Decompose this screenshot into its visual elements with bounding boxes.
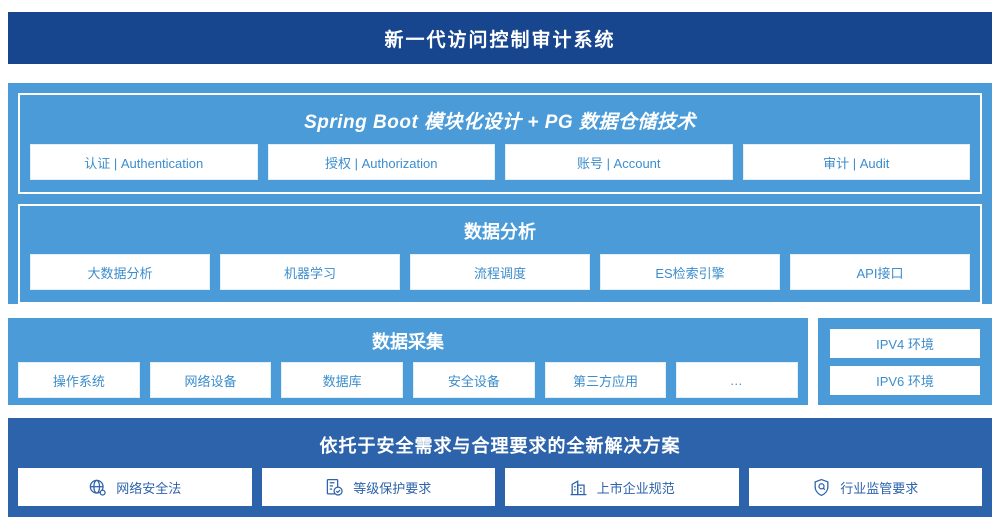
collection-title: 数据采集	[372, 332, 444, 352]
solution-layer-panel: 依托于安全需求与合理要求的全新解决方案 网络安全法	[8, 418, 992, 517]
platform-box: Spring Boot 模块化设计 + PG 数据仓储技术 认证 | Authe…	[18, 93, 982, 194]
environment-card-ipv4[interactable]: IPV4 环境	[830, 328, 980, 358]
analysis-card-api[interactable]: API接口	[790, 254, 970, 290]
solution-card-classified-protection[interactable]: 等级保护要求	[261, 468, 495, 506]
platform-card-authorization[interactable]: 授权 | Authorization	[267, 144, 495, 180]
analysis-box: 数据分析 大数据分析 机器学习 流程调度 ES检索引擎 API接口	[18, 204, 982, 304]
platform-card-audit[interactable]: 审计 | Audit	[742, 144, 970, 180]
solution-card-listed-company-standard[interactable]: 上市企业规范	[505, 468, 739, 506]
platform-card-authentication[interactable]: 认证 | Authentication	[30, 144, 258, 180]
collection-card-third-party-app[interactable]: 第三方应用	[544, 362, 667, 398]
solution-card-label: 网络安全法	[116, 480, 182, 496]
analysis-card-machine-learning[interactable]: 机器学习	[220, 254, 400, 290]
solution-card-label: 上市企业规范	[596, 480, 675, 496]
analysis-title: 数据分析	[464, 222, 536, 242]
page-header: 新一代访问控制审计系统	[8, 12, 992, 64]
application-layer-panel: Spring Boot 模块化设计 + PG 数据仓储技术 认证 | Authe…	[8, 83, 992, 304]
solution-card-label: 等级保护要求	[353, 480, 432, 496]
environment-card-ipv6[interactable]: IPV6 环境	[830, 365, 980, 395]
collection-card-operating-system[interactable]: 操作系统	[18, 362, 140, 398]
collection-card-database[interactable]: 数据库	[281, 362, 404, 398]
collection-layer-panel: 数据采集 操作系统 网络设备 数据库 安全设备 第三方应用 …	[8, 318, 808, 405]
solution-card-cybersecurity-law[interactable]: 网络安全法	[18, 468, 252, 506]
analysis-card-es-search[interactable]: ES检索引擎	[600, 254, 780, 290]
analysis-card-row: 大数据分析 机器学习 流程调度 ES检索引擎 API接口	[30, 254, 970, 290]
page-title: 新一代访问控制审计系统	[384, 29, 616, 51]
document-check-icon	[325, 478, 344, 497]
platform-title: Spring Boot 模块化设计 + PG 数据仓储技术	[304, 112, 696, 133]
office-building-icon	[569, 478, 588, 497]
globe-network-icon	[88, 478, 107, 497]
solution-card-row: 网络安全法 等级保护要求	[18, 468, 982, 506]
platform-card-row: 认证 | Authentication 授权 | Authorization 账…	[30, 144, 970, 180]
solution-card-industry-regulation[interactable]: 行业监管要求	[748, 468, 982, 506]
collection-card-row: 操作系统 网络设备 数据库 安全设备 第三方应用 …	[18, 362, 799, 398]
collection-card-network-device[interactable]: 网络设备	[149, 362, 272, 398]
shield-search-icon	[812, 478, 831, 497]
collection-card-security-device[interactable]: 安全设备	[413, 362, 535, 398]
analysis-card-bigdata[interactable]: 大数据分析	[30, 254, 210, 290]
collection-card-more[interactable]: …	[676, 362, 799, 398]
platform-card-account[interactable]: 账号 | Account	[505, 144, 733, 180]
analysis-card-process-scheduling[interactable]: 流程调度	[410, 254, 590, 290]
solution-card-label: 行业监管要求	[840, 480, 919, 496]
solution-title: 依托于安全需求与合理要求的全新解决方案	[319, 436, 681, 456]
environment-panel: IPV4 环境 IPV6 环境	[818, 318, 992, 405]
